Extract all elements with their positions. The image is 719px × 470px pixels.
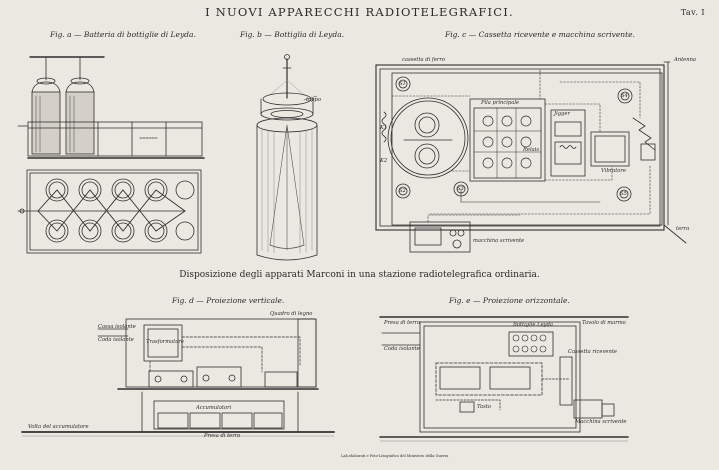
fig-d-vertical-projection xyxy=(21,318,335,437)
fig-a-caption: Fig. a — Batteria di bottiglie di Leyda. xyxy=(50,30,196,39)
fig-c-label-pila: Pila principale xyxy=(481,100,520,106)
plate-title: I NUOVI APPARECCHI RADIOTELEGRAFICI. xyxy=(205,5,514,19)
fig-c-label-s3: S3 xyxy=(457,186,464,192)
fig-d-label-trasformatore: Trasformatore xyxy=(146,339,184,345)
fig-c-label-k2: K2 xyxy=(380,158,388,164)
fig-e-caption: Fig. e — Proiezione orizzontale. xyxy=(449,296,570,305)
fig-c-label-terra: terra xyxy=(676,226,690,232)
fig-c-label-relais: Relais xyxy=(523,147,540,153)
fig-a-leyda-battery xyxy=(17,56,205,254)
section-subtitle: Disposizione degli apparati Marconi in u… xyxy=(179,270,540,280)
fig-c-label-antenna: Antenna xyxy=(674,57,697,63)
fig-c-label-jigger: Jigger xyxy=(554,111,570,117)
fig-c-label-s4: S4 xyxy=(621,93,628,99)
fig-d-caption: Fig. d — Proiezione verticale. xyxy=(172,296,285,305)
printer-footer: Lab.elaborati e Foto-Litografico del Min… xyxy=(341,454,449,458)
fig-b-label-tappo: tappo xyxy=(306,97,321,103)
fig-d-label-casse: Cassa isolante xyxy=(98,324,136,330)
fig-e-label-cassetta: Cassetta ricevente xyxy=(568,349,617,355)
fig-e-label-tavolo: Tavolo di marmo xyxy=(582,320,626,326)
fig-d-label-quadro: Quadro di legno xyxy=(270,311,313,317)
fig-c-caption: Fig. c — Cassetta ricevente e macchina s… xyxy=(445,30,635,39)
fig-e-label-coda: Coda isolante xyxy=(384,346,420,352)
fig-b-leyda-jar xyxy=(256,54,318,261)
fig-e-horizontal-projection xyxy=(379,316,629,442)
fig-d-label-accumulatori: Accumulatori xyxy=(196,405,232,411)
fig-d-label-muro: Volta del accumulatore xyxy=(28,424,89,430)
fig-b-caption: Fig. b — Bottiglia di Leyda. xyxy=(240,30,345,39)
fig-d-label-coda: Coda isolante xyxy=(98,337,134,343)
fig-d-label-terra: Presa di terra xyxy=(204,433,241,439)
fig-c-label-s2: S2 xyxy=(399,188,406,194)
fig-c-label-macchina: macchina scrivente xyxy=(473,238,525,244)
fig-c-label-s1: S1 xyxy=(399,81,406,87)
fig-e-label-tasto: Tasto xyxy=(477,404,492,410)
fig-c-label-cassetta: cassetta di ferro xyxy=(402,57,446,63)
fig-c-receiver-box xyxy=(375,61,687,253)
plate-number: Tav. I xyxy=(680,8,705,17)
fig-c-label-s5: S5 xyxy=(620,191,627,197)
fig-c-label-k1: K1 xyxy=(380,125,388,131)
fig-e-label-presa: Presa di terra xyxy=(384,320,421,326)
fig-e-label-bottiglie: Bottiglie Leyda xyxy=(513,322,553,328)
fig-c-label-vibratore: Vibratore xyxy=(601,168,626,174)
fig-e-label-macchina: Macchina scrivente xyxy=(575,419,627,425)
